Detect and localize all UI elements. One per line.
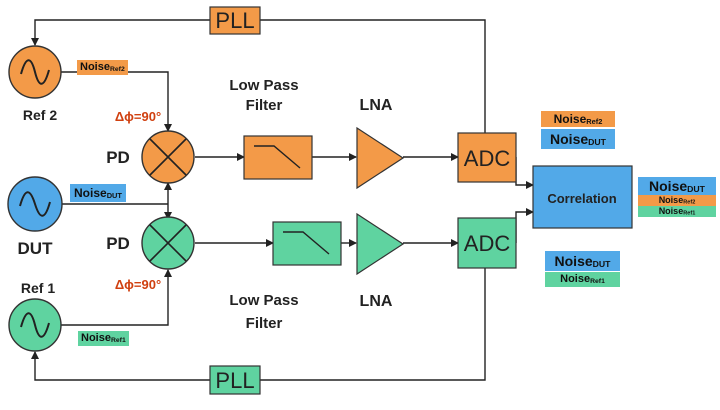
noise-dut-tag: NoiseDUT <box>541 129 615 149</box>
top-adc-noise-stack: NoiseRef2 NoiseDUT <box>541 111 615 149</box>
bottom-lpf-label-line2: Filter <box>246 315 283 332</box>
bottom-lna-amplifier <box>356 212 405 276</box>
top-lna-label: LNA <box>360 97 393 114</box>
noise-dut-tag: NoiseDUT <box>638 177 716 195</box>
bottom-lpf-label-line1: Low Pass <box>229 292 298 309</box>
ref1-to-bottom-pd-wire <box>60 269 172 326</box>
bottom-phase-detector <box>141 216 195 270</box>
top-lna-amplifier <box>356 126 405 190</box>
ref1-label: Ref 1 <box>21 280 55 296</box>
correlation-label: Correlation <box>547 191 616 206</box>
top-lpf-label-line1: Low Pass <box>229 77 298 94</box>
lowpass-response-icon <box>283 231 330 255</box>
bottom-pd-label: PD <box>106 234 130 253</box>
bottom-low-pass-filter <box>272 221 342 266</box>
noise-dut-tag: NoiseDUT <box>70 184 126 202</box>
top-adc: ADC <box>457 132 517 183</box>
ref1-oscillator <box>8 298 62 352</box>
noise-dut-tag: NoiseDUT <box>545 251 620 271</box>
bottom-adc-noise-stack: NoiseDUT NoiseRef1 <box>545 251 620 287</box>
noise-ref1-tag: NoiseRef1 <box>545 272 620 287</box>
noise-ref2-tag: NoiseRef2 <box>77 60 128 75</box>
bottom-lna-label: LNA <box>360 293 393 310</box>
bottom-adc: ADC <box>457 217 517 269</box>
top-lpf-label-line2: Filter <box>246 97 283 114</box>
top-low-pass-filter <box>243 135 313 180</box>
ref2-label: Ref 2 <box>23 107 57 123</box>
noise-ref2-tag: NoiseRef2 <box>638 195 716 206</box>
top-pll-to-ref2-wire <box>31 19 210 46</box>
bottom-pll-feedback-wire <box>260 268 486 381</box>
sine-wave-icon <box>20 59 50 85</box>
pll-block-top: PLL <box>209 6 261 35</box>
mixer-cross-icon <box>149 224 187 262</box>
top-phase-detector <box>141 130 195 184</box>
noise-ref1-tag: NoiseRef1 <box>78 331 129 346</box>
mixer-cross-icon <box>149 138 187 176</box>
pll-bottom-label: PLL <box>215 368 254 393</box>
correlation-noise-stack: NoiseDUT NoiseRef2 NoiseRef1 <box>638 177 716 217</box>
pll-block-bottom: PLL <box>209 365 261 395</box>
top-adc-to-correlation-wire <box>515 157 534 189</box>
top-pll-feedback-wire <box>260 19 486 133</box>
dut-label: DUT <box>18 239 54 258</box>
pll-top-label: PLL <box>215 8 254 33</box>
bottom-pll-to-ref1-wire <box>31 351 210 381</box>
bottom-adc-label: ADC <box>464 231 511 256</box>
bottom-phase-shift-label: Δϕ=90° <box>115 277 161 292</box>
bottom-adc-to-correlation-wire <box>515 208 534 243</box>
top-phase-shift-label: Δϕ=90° <box>115 109 161 124</box>
correlation-block: Correlation <box>532 165 633 229</box>
top-pd-label: PD <box>106 148 130 167</box>
top-adc-label: ADC <box>464 146 511 171</box>
dut-oscillator <box>7 176 63 232</box>
sine-wave-icon <box>19 191 51 217</box>
noise-ref1-tag: NoiseRef1 <box>638 206 716 217</box>
sine-wave-icon <box>20 312 50 338</box>
lowpass-response-icon <box>254 145 301 169</box>
noise-ref2-tag: NoiseRef2 <box>541 111 615 127</box>
ref2-oscillator <box>8 45 62 99</box>
